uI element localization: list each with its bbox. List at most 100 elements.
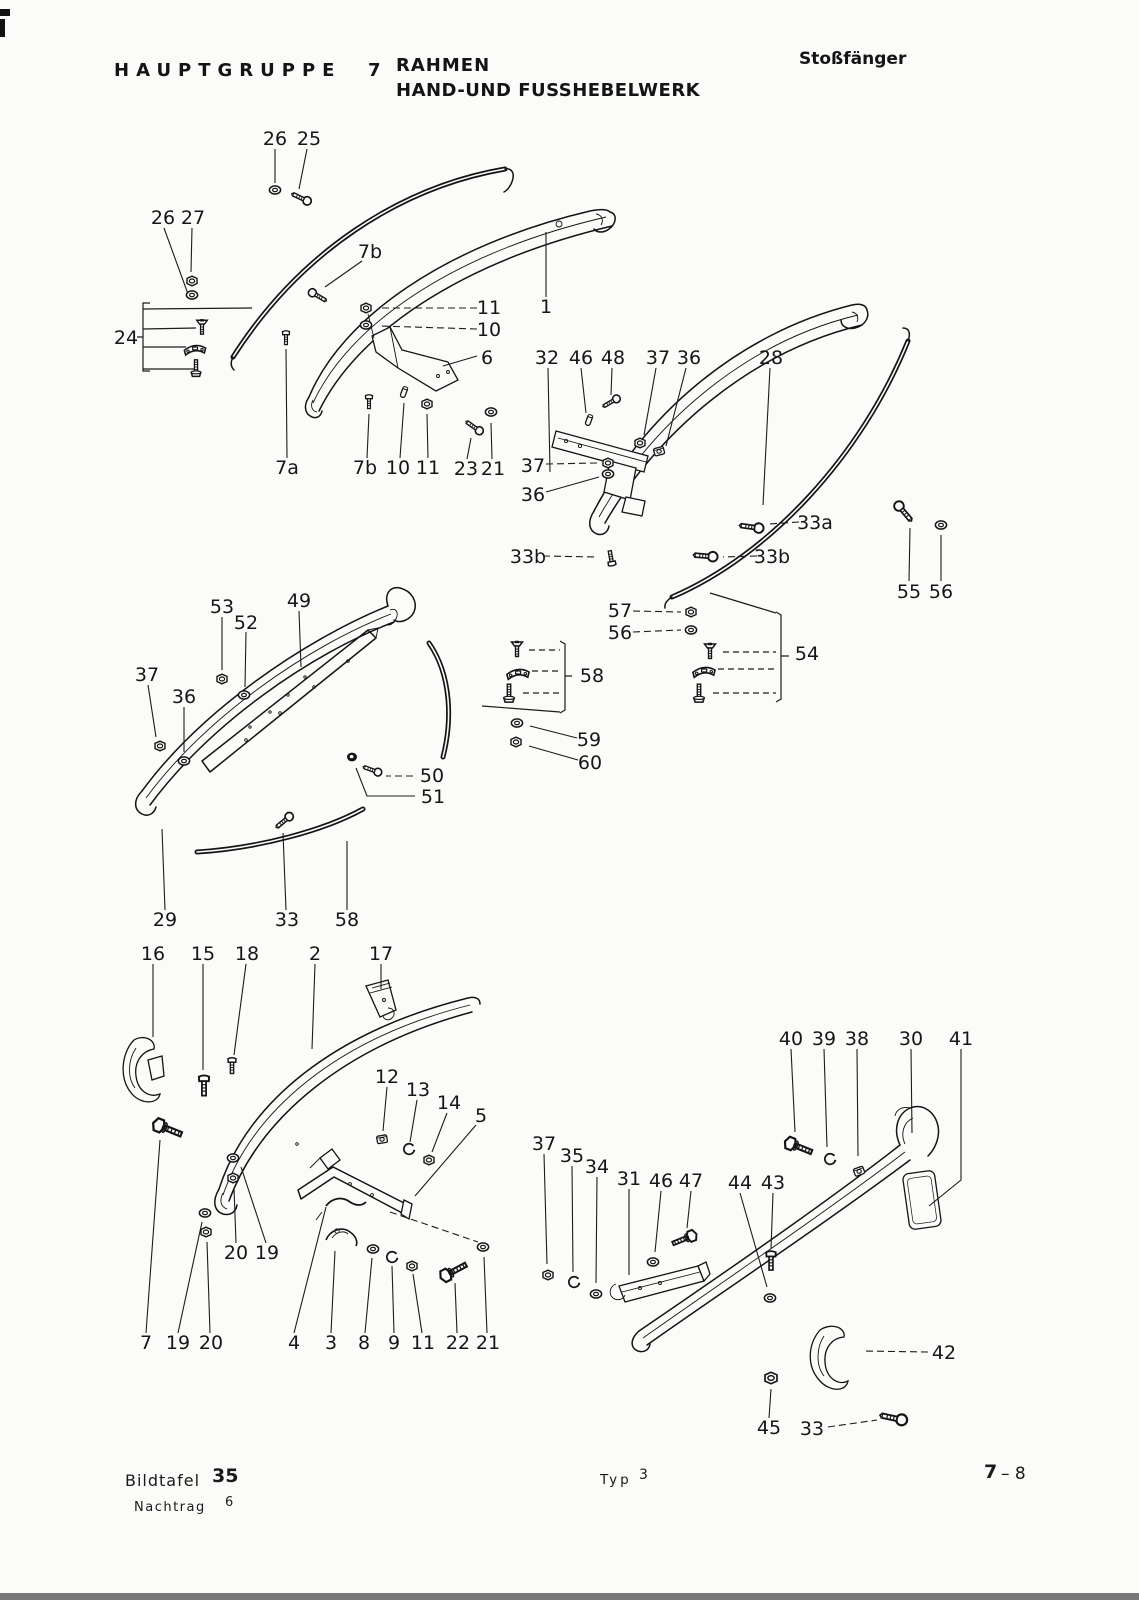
nut-part-icon bbox=[216, 673, 228, 685]
nut-part-icon bbox=[200, 1226, 212, 1238]
screwh-part-icon bbox=[289, 189, 314, 208]
callout-19: 19 bbox=[165, 1332, 191, 1354]
callout-52: 52 bbox=[233, 612, 259, 634]
callout-6: 6 bbox=[480, 347, 494, 369]
callout-13: 13 bbox=[405, 1079, 431, 1101]
callout-33a: 33a bbox=[797, 512, 833, 534]
page-ref-main: 7 bbox=[984, 1461, 998, 1483]
callout-35: 35 bbox=[559, 1145, 585, 1167]
nut-part-icon bbox=[421, 398, 433, 410]
screwh-part-icon bbox=[691, 549, 719, 563]
callout-1: 1 bbox=[539, 296, 553, 318]
callout-7a: 7a bbox=[275, 457, 299, 479]
middle-bumper-assembly bbox=[134, 586, 572, 855]
callout-55: 55 bbox=[896, 581, 922, 603]
callout-42: 42 bbox=[931, 1342, 957, 1364]
callout-36: 36 bbox=[676, 347, 702, 369]
boltup-part-icon bbox=[693, 683, 705, 703]
callout-24: 24 bbox=[113, 327, 139, 349]
chapter-title-line1: RAHMEN bbox=[396, 55, 491, 76]
nut-part-icon bbox=[406, 1260, 418, 1272]
washer-part-icon bbox=[198, 1208, 212, 1218]
flatv-part-icon bbox=[703, 642, 717, 660]
washer-part-icon bbox=[589, 1289, 603, 1299]
washer-part-icon bbox=[359, 320, 373, 330]
clipnut-part-icon bbox=[652, 445, 666, 457]
nut-part-icon bbox=[685, 606, 697, 618]
callout-10: 10 bbox=[476, 319, 502, 341]
callout-12: 12 bbox=[374, 1066, 400, 1088]
callout-3: 3 bbox=[324, 1332, 338, 1354]
callout-18: 18 bbox=[234, 943, 260, 965]
callout-60: 60 bbox=[577, 752, 603, 774]
washer-part-icon bbox=[510, 718, 524, 728]
callout-31: 31 bbox=[616, 1168, 642, 1190]
nut-part-icon bbox=[764, 1371, 778, 1385]
pin-part-icon bbox=[584, 413, 594, 427]
callout-57: 57 bbox=[607, 600, 633, 622]
circlip-part-icon bbox=[823, 1152, 838, 1166]
boltup-part-icon bbox=[190, 359, 202, 378]
nut-part-icon bbox=[542, 1269, 554, 1281]
nut-part-icon bbox=[360, 302, 372, 314]
callout-10: 10 bbox=[385, 457, 411, 479]
screwh-part-icon bbox=[600, 392, 623, 411]
supplement-label: Nachtrag bbox=[134, 1500, 206, 1515]
nut-part-icon bbox=[227, 1172, 239, 1184]
callout-8: 8 bbox=[357, 1332, 371, 1354]
bolth-part-icon bbox=[669, 1227, 700, 1250]
callout-56: 56 bbox=[928, 581, 954, 603]
callout-22: 22 bbox=[445, 1332, 471, 1354]
callout-43: 43 bbox=[760, 1172, 786, 1194]
callout-25: 25 bbox=[296, 128, 322, 150]
nut-part-icon bbox=[186, 275, 198, 287]
bolth-part-icon bbox=[149, 1115, 185, 1142]
callout-28: 28 bbox=[758, 347, 784, 369]
callout-46: 46 bbox=[568, 347, 594, 369]
nut-part-icon bbox=[510, 736, 522, 748]
page-ref-rest: – 8 bbox=[1001, 1464, 1026, 1484]
bolth-part-icon bbox=[781, 1134, 815, 1159]
plate-part-icon bbox=[183, 344, 207, 356]
callout-33: 33 bbox=[799, 1418, 825, 1440]
callout-30: 30 bbox=[898, 1028, 924, 1050]
callout-19: 19 bbox=[254, 1242, 280, 1264]
callout-26: 26 bbox=[150, 207, 176, 229]
callout-11: 11 bbox=[415, 457, 441, 479]
callout-9: 9 bbox=[387, 1332, 401, 1354]
plate-part-icon bbox=[506, 668, 530, 681]
rear-bumper-assembly bbox=[551, 303, 911, 703]
callout-49: 49 bbox=[286, 590, 312, 612]
leader-lines bbox=[145, 148, 962, 1428]
plate-number: 35 bbox=[212, 1465, 239, 1487]
callout-37: 37 bbox=[520, 455, 546, 477]
boltup-part-icon bbox=[503, 683, 515, 703]
flatv-part-icon bbox=[195, 319, 209, 336]
nut-part-icon bbox=[423, 1154, 435, 1166]
washer-part-icon bbox=[484, 407, 498, 417]
screwh-part-icon bbox=[272, 809, 296, 832]
callout-2: 2 bbox=[308, 943, 322, 965]
washer-part-icon bbox=[934, 520, 948, 530]
callout-34: 34 bbox=[584, 1156, 610, 1178]
washer-part-icon bbox=[268, 185, 282, 195]
screwh-part-icon bbox=[891, 498, 917, 526]
callout-21: 21 bbox=[480, 458, 506, 480]
flatv-part-icon bbox=[510, 640, 524, 658]
callout-56: 56 bbox=[607, 622, 633, 644]
callout-53: 53 bbox=[209, 596, 235, 618]
callout-37: 37 bbox=[134, 664, 160, 686]
callout-37: 37 bbox=[531, 1133, 557, 1155]
callout-7b: 7b bbox=[352, 457, 378, 479]
callout-36: 36 bbox=[171, 686, 197, 708]
callout-5: 5 bbox=[474, 1105, 488, 1127]
screwv-part-icon bbox=[197, 1074, 211, 1097]
type-label: Typ bbox=[600, 1472, 632, 1488]
callout-37: 37 bbox=[645, 347, 671, 369]
callout-40: 40 bbox=[778, 1028, 804, 1050]
washer-part-icon bbox=[646, 1257, 660, 1267]
circlip-part-icon bbox=[567, 1275, 582, 1289]
circlip-part-icon bbox=[402, 1142, 417, 1156]
